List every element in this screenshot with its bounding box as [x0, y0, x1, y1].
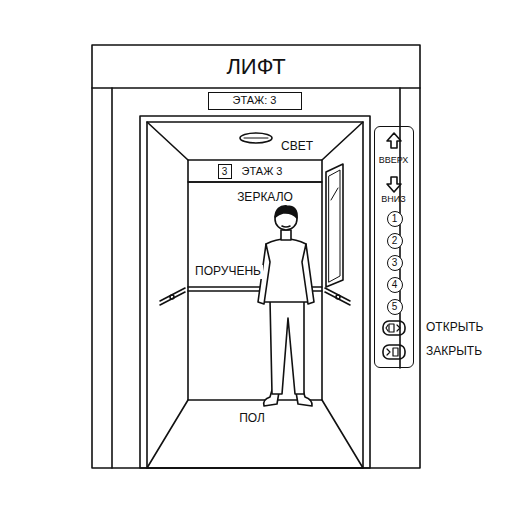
mirror — [326, 164, 343, 287]
button-number: 4 — [392, 279, 398, 290]
title-text: ЛИФТ — [226, 55, 285, 79]
floor-button: 2 — [387, 233, 403, 249]
panel-icons — [383, 133, 405, 359]
node-text: ЭТАЖ: 3 — [233, 94, 277, 106]
open-label: ОТКРЫТЬ — [424, 321, 486, 334]
floor-surface-label: ПОЛ — [237, 412, 267, 425]
floor-label: ЭТАЖ 3 — [240, 165, 285, 177]
floor-button: 3 — [387, 255, 403, 271]
back-wall — [188, 182, 322, 400]
person — [258, 206, 314, 406]
outer-frame — [92, 45, 420, 468]
light-label: СВЕТ — [279, 140, 315, 153]
floor-edge — [147, 400, 188, 468]
door-opening — [140, 116, 370, 468]
header-line — [92, 87, 420, 89]
node-text: 3 — [222, 166, 228, 177]
button-number: 3 — [392, 257, 398, 268]
control-panel: ВВЕРХ ВНИЗ 1 2 3 4 5 — [374, 126, 414, 368]
ceiling-light — [244, 138, 268, 139]
ceiling-edge — [322, 122, 363, 160]
panel-label: ВНИЗ — [381, 195, 405, 205]
ceiling-light — [240, 133, 272, 143]
button-number: 1 — [392, 213, 398, 224]
floor-button: 4 — [387, 277, 403, 293]
ceiling-edge — [147, 122, 188, 160]
floor-button: 1 — [387, 211, 403, 227]
button-number: 2 — [392, 235, 398, 246]
button-number: 5 — [392, 301, 398, 312]
floor-indicator: 3 — [218, 164, 232, 179]
handrail — [160, 287, 350, 305]
jamb-line — [399, 88, 401, 368]
panel-label: ВВЕРХ — [379, 156, 409, 166]
mirror — [329, 170, 340, 282]
jamb-line — [111, 88, 113, 468]
floor-display: ЭТАЖ: 3 — [208, 92, 302, 110]
door-reveal — [147, 122, 363, 468]
floor-button: 5 — [387, 299, 403, 315]
indicator-band — [188, 160, 322, 182]
floor-edge — [322, 400, 363, 468]
close-label: ЗАКРЫТЬ — [424, 345, 484, 358]
handrail-label: ПОРУЧЕНЬ — [193, 265, 263, 278]
mirror-label: ЗЕРКАЛО — [235, 191, 295, 204]
mirror-glint — [331, 188, 338, 200]
